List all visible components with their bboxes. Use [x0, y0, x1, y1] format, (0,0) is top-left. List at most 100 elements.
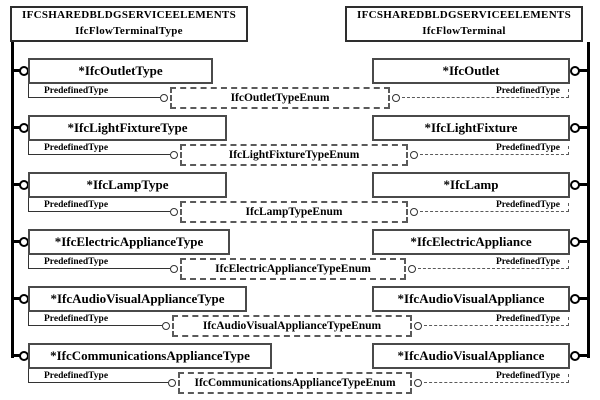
left-entity-box: *IfcLampType — [28, 172, 227, 198]
predefinedtype-label-left: PredefinedType — [44, 371, 109, 381]
right-entity-box: *IfcAudioVisualAppliance — [372, 343, 570, 369]
enum-label: IfcLightFixtureTypeEnum — [228, 149, 360, 161]
enum-box: IfcCommunicationsApplianceTypeEnum — [178, 372, 412, 394]
enum-box: IfcLampTypeEnum — [180, 201, 408, 223]
entity-label: *IfcLightFixtureType — [67, 120, 188, 135]
open-circle-terminator-icon — [414, 322, 422, 330]
predefinedtype-label-left: PredefinedType — [44, 143, 109, 153]
subtype-stub-left — [14, 354, 20, 357]
attribute-edge-right — [568, 146, 569, 155]
attribute-line-right — [424, 325, 569, 326]
entity-label: *IfcOutletType — [78, 63, 163, 78]
open-circle-terminator-icon — [414, 379, 422, 387]
open-circle-terminator-icon — [410, 151, 418, 159]
entity-label: *IfcCommunicationsApplianceType — [50, 348, 250, 363]
left-entity-box: *IfcAudioVisualApplianceType — [28, 286, 247, 312]
schema-name-left: IFCSHAREDBLDGSERVICEELEMENTS — [21, 9, 236, 22]
attribute-line-left — [28, 97, 160, 98]
entity-label: *IfcAudioVisualApplianceType — [50, 291, 225, 306]
predefinedtype-label-right: PredefinedType — [495, 371, 560, 381]
schema-header-left: IFCSHAREDBLDGSERVICEELEMENTS IfcFlowTerm… — [10, 6, 248, 42]
enum-label: IfcAudioVisualApplianceTypeEnum — [202, 320, 382, 332]
subtype-stub-left — [14, 240, 20, 243]
schema-header-right: IFCSHAREDBLDGSERVICEELEMENTS IfcFlowTerm… — [345, 6, 583, 42]
enum-label: IfcOutletTypeEnum — [230, 92, 330, 104]
subtype-stub-left — [14, 183, 20, 186]
attribute-line-right — [418, 268, 569, 269]
enum-box: IfcOutletTypeEnum — [170, 87, 390, 109]
entity-label: *IfcAudioVisualAppliance — [397, 348, 545, 363]
attribute-line-left — [28, 325, 162, 326]
entity-label: *IfcLamp — [443, 177, 499, 192]
predefinedtype-label-right: PredefinedType — [495, 143, 560, 153]
subtype-stub-right — [579, 69, 588, 72]
entity-label: *IfcElectricAppliance — [410, 234, 532, 249]
attribute-edge-left — [28, 141, 29, 154]
attribute-edge-right — [568, 374, 569, 383]
subtype-stub-right — [579, 126, 588, 129]
subtype-stub-right — [579, 354, 588, 357]
attribute-edge-right — [568, 260, 569, 269]
enum-box: IfcAudioVisualApplianceTypeEnum — [172, 315, 412, 337]
attribute-edge-left — [28, 84, 29, 97]
open-circle-terminator-icon — [162, 322, 170, 330]
attribute-edge-left — [28, 255, 29, 268]
attribute-line-left — [28, 211, 170, 212]
predefinedtype-label-right: PredefinedType — [495, 200, 560, 210]
attribute-edge-right — [568, 317, 569, 326]
predefinedtype-label-left: PredefinedType — [44, 200, 109, 210]
right-entity-box: *IfcElectricAppliance — [372, 229, 570, 255]
open-circle-terminator-icon — [160, 94, 168, 102]
right-entity-box: *IfcLightFixture — [372, 115, 570, 141]
entity-label: *IfcLightFixture — [424, 120, 518, 135]
attribute-line-right — [420, 154, 569, 155]
predefinedtype-label-left: PredefinedType — [44, 314, 109, 324]
left-entity-box: *IfcOutletType — [28, 58, 213, 84]
attribute-line-left — [28, 382, 168, 383]
predefinedtype-label-left: PredefinedType — [44, 86, 109, 96]
attribute-edge-left — [28, 369, 29, 382]
supertype-trunk-left — [11, 42, 14, 358]
enum-box: IfcLightFixtureTypeEnum — [180, 144, 408, 166]
attribute-edge-right — [568, 203, 569, 212]
right-entity-box: *IfcOutlet — [372, 58, 570, 84]
attribute-line-left — [28, 268, 170, 269]
schema-name-right: IFCSHAREDBLDGSERVICEELEMENTS — [356, 9, 571, 22]
attribute-edge-left — [28, 198, 29, 211]
schema-subname-left: IfcFlowTerminalType — [75, 25, 183, 37]
enum-label: IfcCommunicationsApplianceTypeEnum — [194, 377, 396, 389]
entity-label: *IfcLampType — [86, 177, 169, 192]
subtype-stub-left — [14, 69, 20, 72]
open-circle-terminator-icon — [410, 208, 418, 216]
attribute-edge-left — [28, 312, 29, 325]
predefinedtype-label-left: PredefinedType — [44, 257, 109, 267]
entity-label: *IfcElectricApplianceType — [54, 234, 204, 249]
open-circle-terminator-icon — [170, 208, 178, 216]
predefinedtype-label-right: PredefinedType — [495, 314, 560, 324]
left-entity-box: *IfcCommunicationsApplianceType — [28, 343, 272, 369]
open-circle-terminator-icon — [170, 265, 178, 273]
enum-label: IfcLampTypeEnum — [245, 206, 343, 218]
enum-box: IfcElectricApplianceTypeEnum — [180, 258, 406, 280]
open-circle-terminator-icon — [408, 265, 416, 273]
left-entity-box: *IfcLightFixtureType — [28, 115, 227, 141]
subtype-stub-right — [579, 183, 588, 186]
attribute-line-right — [402, 97, 569, 98]
right-entity-box: *IfcLamp — [372, 172, 570, 198]
attribute-edge-right — [568, 89, 569, 98]
predefinedtype-label-right: PredefinedType — [495, 86, 560, 96]
open-circle-terminator-icon — [392, 94, 400, 102]
right-entity-box: *IfcAudioVisualAppliance — [372, 286, 570, 312]
subtype-stub-left — [14, 297, 20, 300]
entity-label: *IfcAudioVisualAppliance — [397, 291, 545, 306]
attribute-line-left — [28, 154, 170, 155]
entity-label: *IfcOutlet — [442, 63, 500, 78]
subtype-stub-right — [579, 297, 588, 300]
open-circle-terminator-icon — [170, 151, 178, 159]
enum-label: IfcElectricApplianceTypeEnum — [215, 263, 371, 275]
subtype-stub-right — [579, 240, 588, 243]
open-circle-terminator-icon — [168, 379, 176, 387]
predefinedtype-label-right: PredefinedType — [495, 257, 560, 267]
attribute-line-right — [420, 211, 569, 212]
